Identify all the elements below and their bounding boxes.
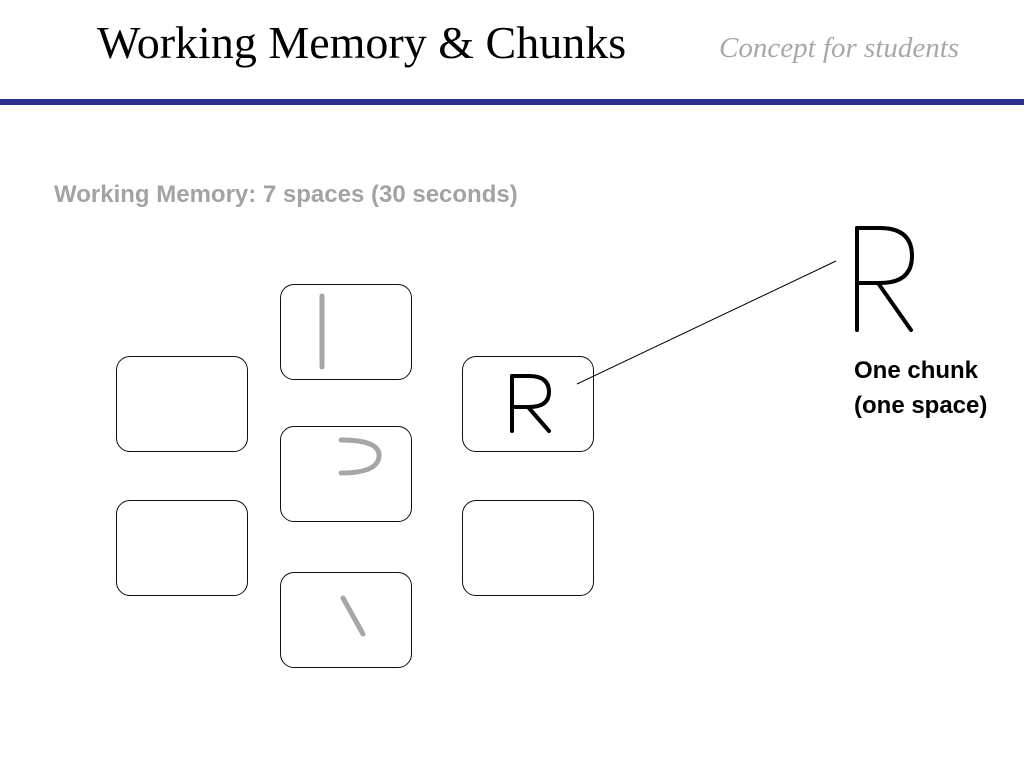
page-title: Working Memory & Chunks xyxy=(97,17,627,68)
memory-slot-center-bottom xyxy=(280,572,412,668)
page-subtitle: Concept for students xyxy=(719,32,960,64)
connector-line xyxy=(576,260,837,385)
memory-slot-right-bottom xyxy=(462,500,594,596)
chunk-caption: One chunk (one space) xyxy=(854,353,987,423)
large-letter-r xyxy=(855,226,914,332)
memory-slot-right-top xyxy=(462,356,594,452)
chunk-caption-line2: (one space) xyxy=(854,392,988,419)
header-rule xyxy=(0,99,1024,105)
memory-slot-left-top xyxy=(116,356,248,452)
memory-slot-center-top xyxy=(280,284,412,380)
chunk-caption-line1: One chunk xyxy=(854,357,979,384)
working-memory-label: Working Memory: 7 spaces (30 seconds) xyxy=(54,181,518,208)
memory-slot-center-middle xyxy=(280,426,412,522)
memory-slot-left-bottom xyxy=(116,500,248,596)
